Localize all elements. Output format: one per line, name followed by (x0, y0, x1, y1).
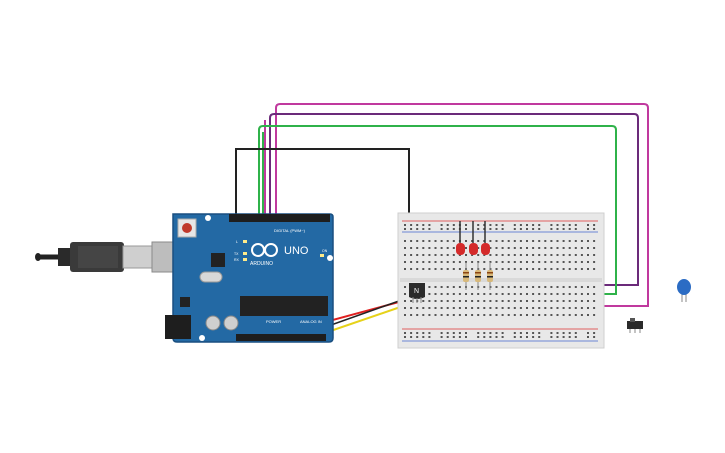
led-group[interactable] (456, 221, 490, 255)
reset-button[interactable] (177, 218, 197, 238)
purple-wire[interactable] (269, 113, 639, 286)
resistor-2[interactable] (475, 262, 481, 290)
power-label: POWER (266, 319, 281, 324)
digital-label: DIGITAL (PWM~) (274, 228, 306, 233)
arduino-uno-board[interactable]: UNO ARDUINO DIGITAL (PWM~) POWER ANALOG … (165, 213, 334, 343)
tx-label: TX (234, 252, 239, 256)
led-3[interactable] (481, 221, 490, 255)
wires[interactable] (235, 103, 649, 339)
resistor-1[interactable] (463, 262, 469, 290)
atmega-chip (240, 296, 328, 316)
brand-label: ARDUINO (250, 261, 273, 267)
breadboard[interactable] (397, 212, 605, 349)
resistor-3[interactable] (487, 262, 493, 290)
l-label: L (236, 240, 238, 244)
rx-label: RX (234, 258, 240, 262)
power-jack[interactable] (165, 315, 191, 339)
ceramic-capacitor[interactable] (677, 279, 691, 302)
resistor-group[interactable] (463, 262, 493, 290)
analog-label: ANALOG IN (300, 319, 322, 324)
magenta-wire-1[interactable] (275, 103, 649, 307)
slide-switch[interactable] (627, 318, 643, 333)
model-label: UNO (284, 245, 309, 257)
black-gnd-wire[interactable] (235, 148, 410, 222)
analog-power-header[interactable] (236, 334, 326, 341)
on-label: ON (322, 249, 328, 253)
green-wire-1[interactable] (258, 125, 617, 295)
usb-cable[interactable] (35, 241, 195, 273)
breadboard-holes[interactable] (404, 224, 596, 338)
transistor-label: N (414, 288, 419, 295)
led-2[interactable] (469, 221, 478, 255)
transistor[interactable]: N (409, 283, 425, 303)
led-1[interactable] (456, 221, 465, 255)
digital-header[interactable] (229, 214, 330, 222)
arduino-logo (251, 243, 278, 257)
